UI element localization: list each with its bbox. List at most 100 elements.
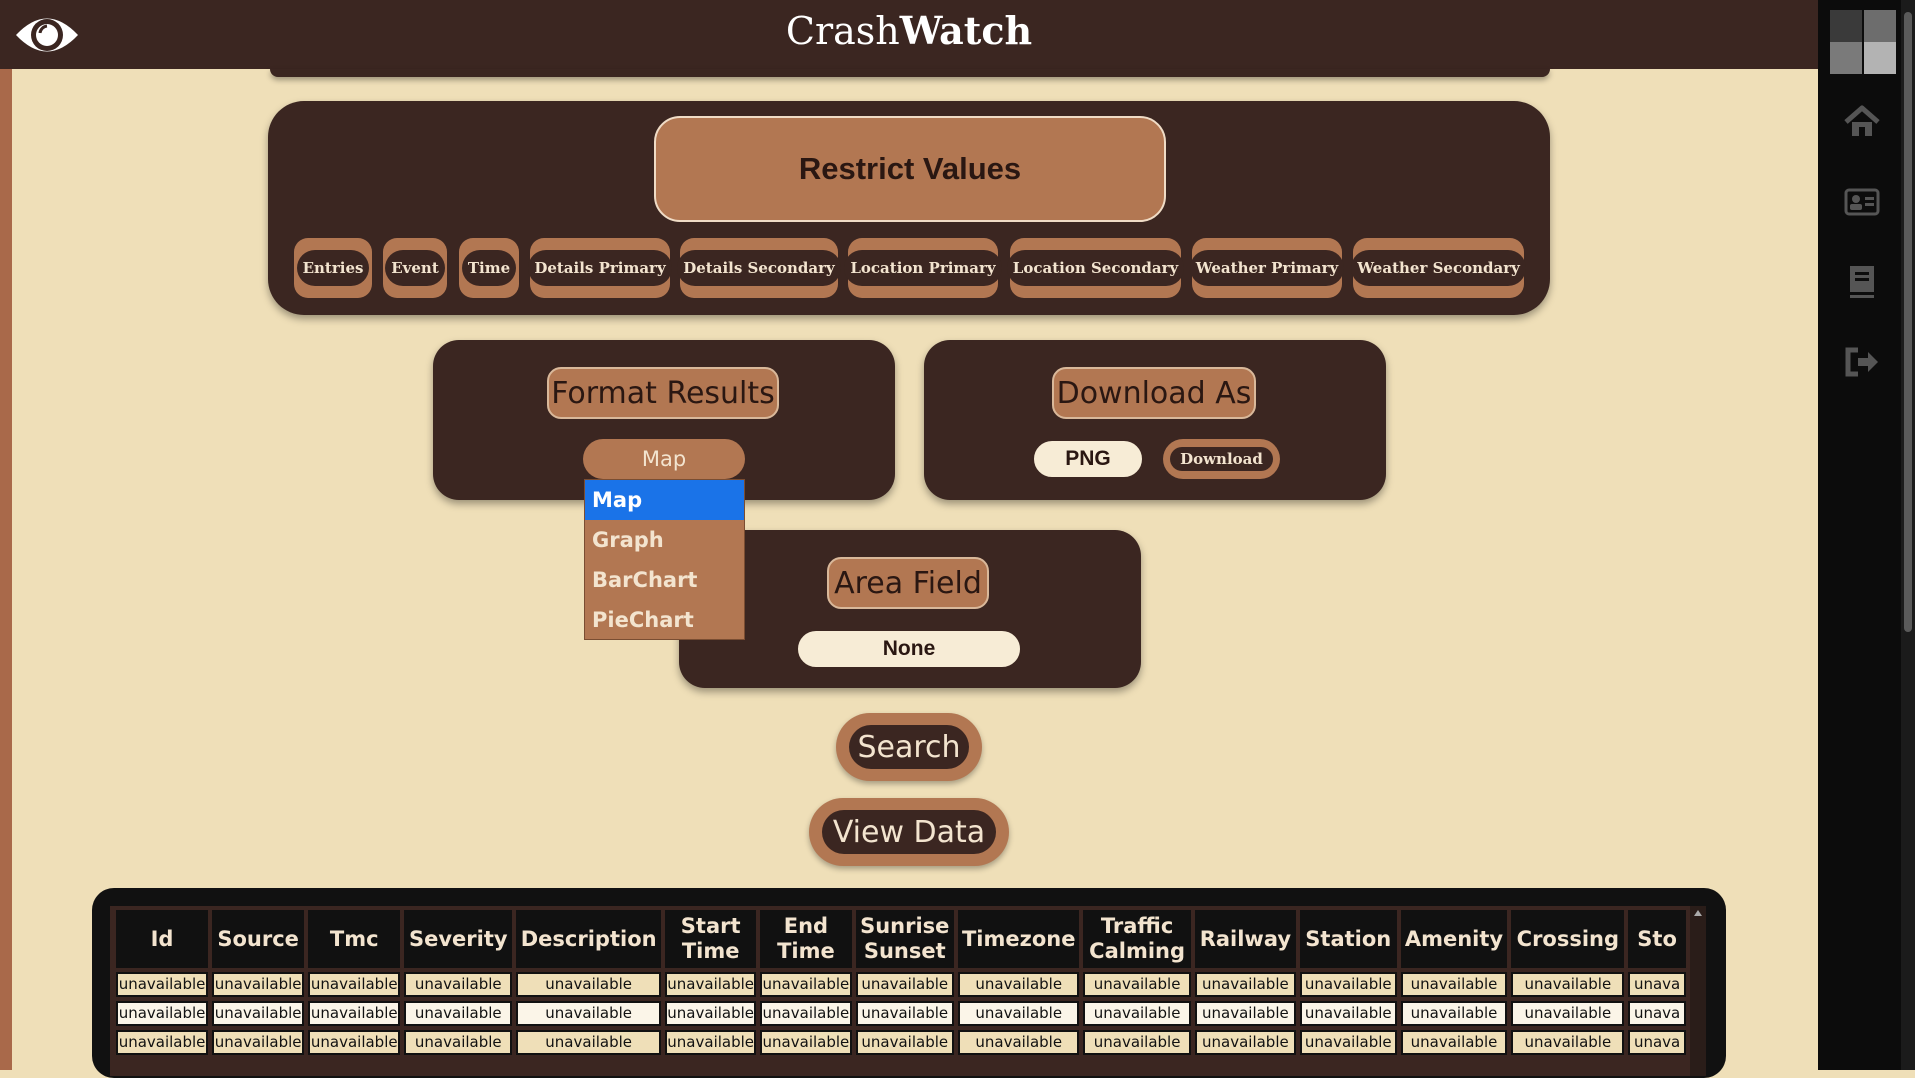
table-cell: unavailable: [957, 972, 1080, 997]
table-cell: unavailable: [665, 972, 757, 997]
chip-label: Entries: [296, 250, 370, 286]
home-icon[interactable]: [1842, 102, 1882, 142]
download-as-label: Download As: [1052, 367, 1256, 419]
table-cell: unavailable: [957, 1001, 1080, 1026]
table-cell: unavailable: [1400, 1030, 1508, 1055]
data-table[interactable]: Id Source Tmc Severity Description Start…: [110, 906, 1690, 1076]
format-results-label: Format Results: [547, 367, 779, 419]
column-header[interactable]: Sunrise Sunset: [855, 910, 954, 968]
chip-entries[interactable]: Entries: [294, 238, 372, 298]
format-option-piechart[interactable]: PieChart: [592, 608, 694, 632]
search-button-label: Search: [849, 725, 969, 769]
right-sidebar: [1818, 0, 1915, 1070]
tile-icon: [1830, 42, 1862, 74]
area-field-select[interactable]: None: [796, 629, 1022, 669]
column-header[interactable]: Severity: [404, 910, 513, 968]
table-cell: unavailable: [116, 1001, 209, 1026]
chip-time[interactable]: Time: [459, 238, 519, 298]
column-header[interactable]: Railway: [1194, 910, 1297, 968]
column-header[interactable]: End Time: [760, 910, 852, 968]
restrict-values-button[interactable]: Restrict Values: [654, 116, 1166, 222]
column-header[interactable]: Description: [516, 910, 662, 968]
table-cell: unavailable: [1511, 1001, 1625, 1026]
format-select[interactable]: Map: [583, 439, 745, 479]
chip-details-secondary[interactable]: Details Secondary: [677, 238, 841, 298]
chip-label: Weather Primary: [1189, 250, 1345, 286]
download-button-label: Download: [1170, 447, 1273, 471]
table-cell: unavailable: [665, 1001, 757, 1026]
format-option-map[interactable]: Map: [585, 480, 744, 520]
table-cell: unavailable: [760, 1030, 852, 1055]
chip-location-secondary[interactable]: Location Secondary: [1006, 238, 1185, 298]
download-button[interactable]: Download: [1163, 439, 1280, 479]
table-cell: unavailable: [1400, 972, 1508, 997]
column-header[interactable]: Start Time: [665, 910, 757, 968]
table-cell: unavailable: [957, 1030, 1080, 1055]
table-cell: unavailable: [404, 1001, 513, 1026]
view-data-button[interactable]: View Data: [809, 798, 1009, 866]
eye-icon[interactable]: [14, 8, 80, 62]
table-cell: unavailable: [1300, 972, 1397, 997]
column-header[interactable]: Station: [1300, 910, 1397, 968]
chip-label: Details Primary: [528, 250, 672, 286]
download-as-panel: [924, 340, 1386, 500]
column-header[interactable]: Amenity: [1400, 910, 1508, 968]
table-row: unavailable unavailable unavailable unav…: [116, 1001, 1686, 1026]
table-row: unavailable unavailable unavailable unav…: [116, 972, 1686, 997]
table-scrollbar[interactable]: [1690, 906, 1706, 1076]
area-field-label: Area Field: [827, 557, 989, 609]
table-cell: unavailable: [116, 1030, 209, 1055]
chip-event[interactable]: Event: [383, 238, 447, 298]
table-cell: unavailable: [1400, 1001, 1508, 1026]
table-cell: unavailable: [308, 1001, 401, 1026]
table-cell: unavailable: [404, 1030, 513, 1055]
sign-out-icon[interactable]: [1842, 342, 1882, 382]
table-cell: unavailable: [1194, 1030, 1297, 1055]
table-cell: unavailable: [404, 972, 513, 997]
view-data-button-label: View Data: [822, 810, 996, 854]
column-header[interactable]: Id: [116, 910, 209, 968]
column-header[interactable]: Source: [212, 910, 305, 968]
chip-location-primary[interactable]: Location Primary: [844, 238, 1002, 298]
page-scrollbar[interactable]: [1901, 0, 1915, 1070]
book-icon[interactable]: [1842, 262, 1882, 302]
chip-label: Location Secondary: [1006, 250, 1185, 286]
table-cell: unavailable: [1194, 972, 1297, 997]
table-cell: unavailable: [1300, 1030, 1397, 1055]
tile-icon: [1864, 10, 1896, 42]
table-cell: unavailable: [1083, 972, 1191, 997]
app-header: CrashWatch: [0, 0, 1818, 69]
search-button[interactable]: Search: [836, 713, 982, 781]
chip-label: Location Primary: [844, 250, 1002, 286]
format-option-barchart[interactable]: BarChart: [592, 568, 698, 592]
table-cell: unavailable: [212, 1001, 305, 1026]
chip-label: Event: [385, 250, 445, 286]
chip-weather-secondary[interactable]: Weather Secondary: [1351, 238, 1526, 298]
chip-weather-primary[interactable]: Weather Primary: [1189, 238, 1345, 298]
table-cell: unavailable: [855, 1030, 954, 1055]
scrollbar-thumb[interactable]: [1904, 12, 1912, 632]
chip-label: Details Secondary: [677, 250, 841, 286]
table-cell: unavailable: [1194, 1001, 1297, 1026]
table-cell: unavailable: [1511, 1030, 1625, 1055]
contact-card-icon[interactable]: [1842, 182, 1882, 222]
format-option-graph[interactable]: Graph: [592, 528, 664, 552]
chip-details-primary[interactable]: Details Primary: [528, 238, 672, 298]
scroll-up-arrow-icon[interactable]: [1694, 910, 1702, 916]
table-cell: unavailable: [308, 1030, 401, 1055]
column-header[interactable]: Timezone: [957, 910, 1080, 968]
table-cell: unavailable: [212, 1030, 305, 1055]
table-cell: unava: [1628, 1030, 1686, 1055]
column-header[interactable]: Sto: [1628, 910, 1686, 968]
table-cell: unavailable: [212, 972, 305, 997]
download-format-select[interactable]: PNG: [1032, 439, 1144, 479]
chip-label: Weather Secondary: [1351, 250, 1526, 286]
table-cell: unavailable: [760, 972, 852, 997]
format-dropdown-list: Map Graph BarChart PieChart: [584, 479, 745, 640]
column-header[interactable]: Traffic Calming: [1083, 910, 1191, 968]
table-cell: unavailable: [1300, 1001, 1397, 1026]
column-header[interactable]: Crossing: [1511, 910, 1625, 968]
app-title: CrashWatch: [785, 8, 1033, 53]
column-header[interactable]: Tmc: [308, 910, 401, 968]
table-cell: unavailable: [516, 1030, 662, 1055]
